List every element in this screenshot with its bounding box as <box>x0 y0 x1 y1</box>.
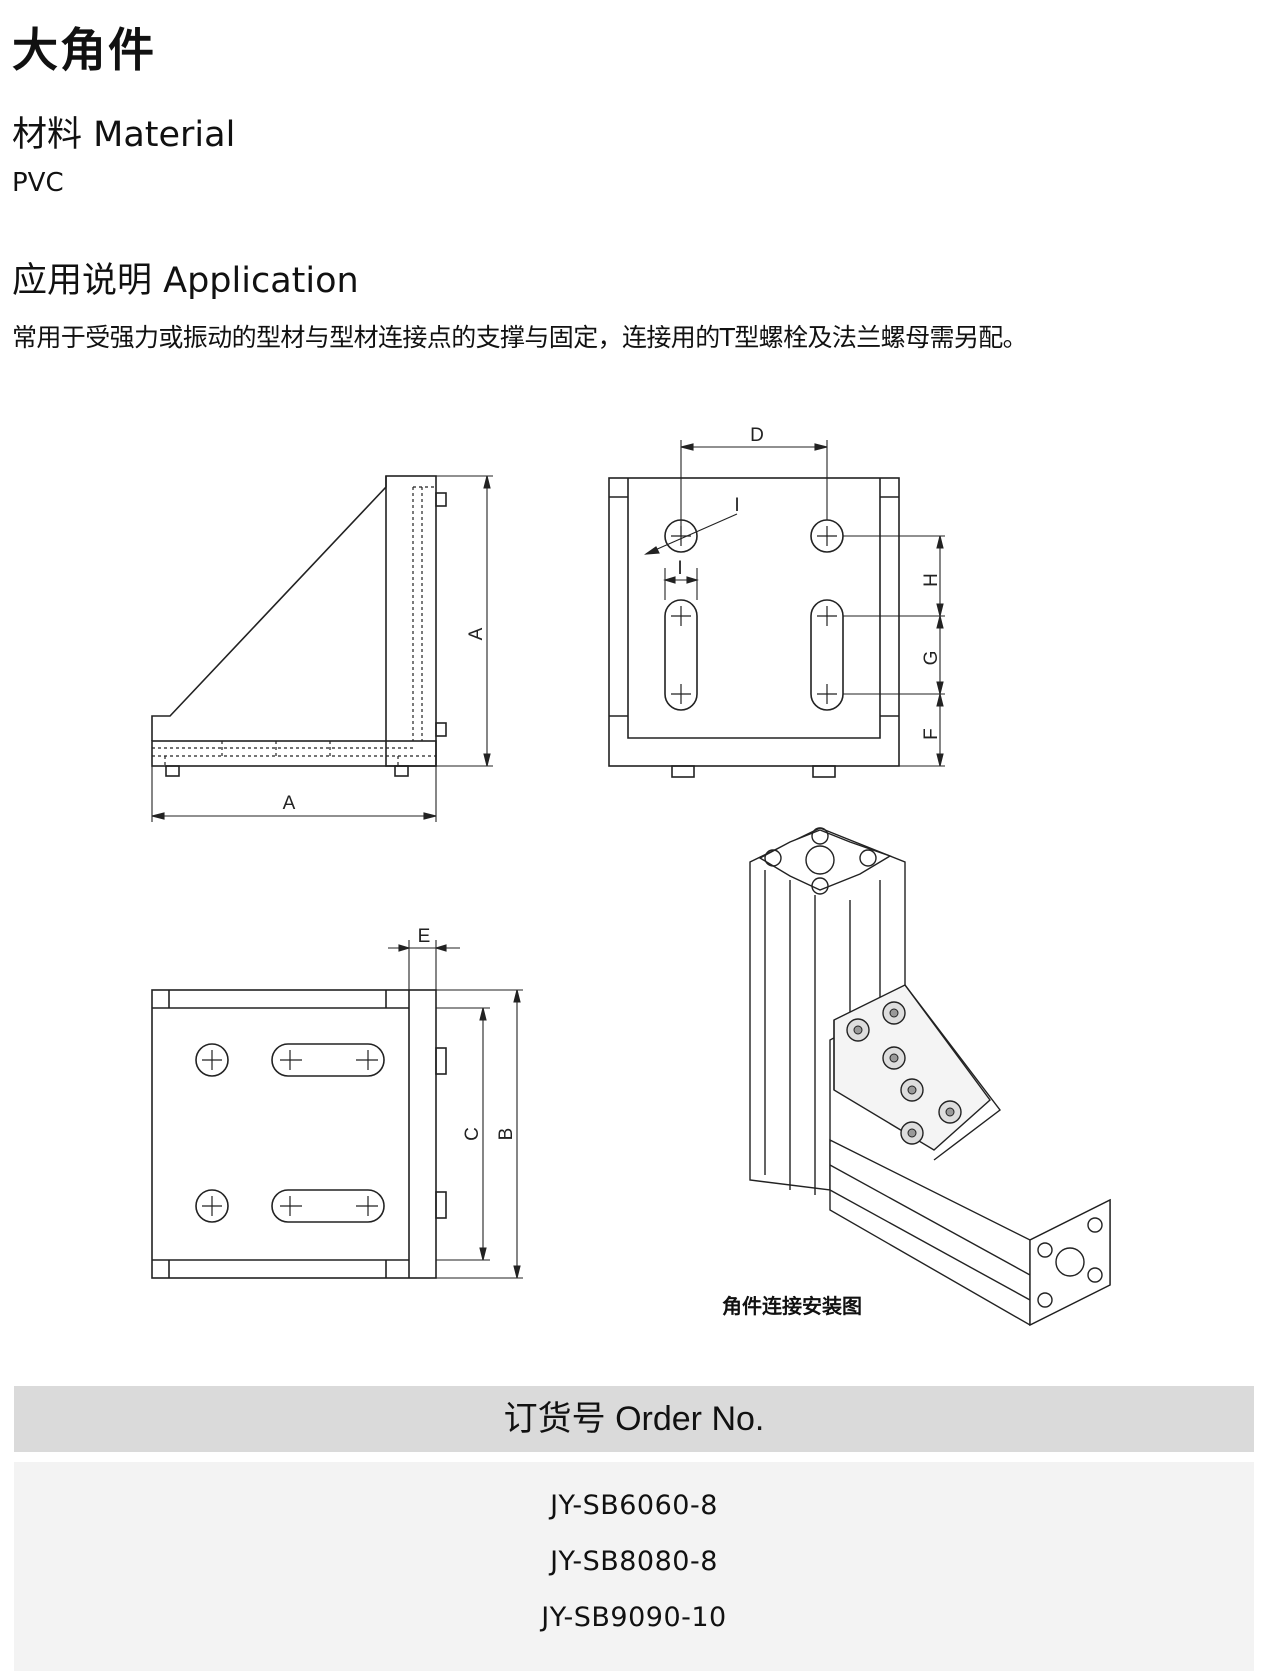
application-heading: 应用说明 Application <box>12 261 359 301</box>
application-text: 常用于受强力或振动的型材与型材连接点的支撑与固定，连接用的T型螺栓及法兰螺母需另… <box>12 323 1028 352</box>
order-item: JY-SB8080-8 <box>550 1546 718 1577</box>
dim-label-e: E <box>418 926 431 947</box>
dim-label-d: D <box>750 425 764 446</box>
dim-label-a-side: A <box>466 627 487 640</box>
order-item: JY-SB6060-8 <box>550 1490 718 1521</box>
dim-label-i-hole: I <box>734 495 739 516</box>
dim-label-a-bottom: A <box>283 793 296 814</box>
dim-label-h: H <box>921 573 942 587</box>
side-view: A A <box>151 475 493 822</box>
order-item: JY-SB9090-10 <box>541 1602 727 1633</box>
front-view: D I I H G F <box>608 425 945 778</box>
dim-label-f: F <box>921 728 942 740</box>
order-heading: 订货号 Order No. <box>14 1386 1254 1452</box>
material-value: PVC <box>12 168 64 198</box>
assembly-caption: 角件连接安装图 <box>722 1294 862 1318</box>
assembly-illustration <box>749 827 1111 1327</box>
dim-label-g: G <box>921 651 942 666</box>
dim-label-c: C <box>462 1127 483 1141</box>
dim-label-i-slot: I <box>677 558 682 579</box>
top-view: E C B <box>151 926 523 1279</box>
page-title: 大角件 <box>12 23 156 77</box>
material-heading: 材料 Material <box>12 115 236 155</box>
order-list: JY-SB6060-8 JY-SB8080-8 JY-SB9090-10 <box>14 1462 1254 1671</box>
technical-drawing: A A <box>151 425 1111 1327</box>
dim-label-b: B <box>496 1128 517 1141</box>
